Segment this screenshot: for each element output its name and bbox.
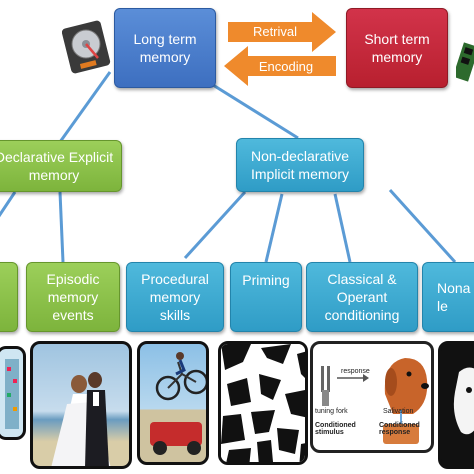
retrival-label: Retrival bbox=[252, 24, 298, 39]
non-declarative-memory-node: Non-declarative Implicit memory bbox=[236, 138, 364, 192]
conditioned-stimulus-label: Conditioned stimulus bbox=[315, 422, 356, 436]
hard-drive-icon bbox=[62, 20, 111, 74]
encoding-arrow bbox=[224, 46, 336, 86]
connector-nondecl-nonassociative bbox=[388, 188, 457, 264]
connector-declarative-episodic bbox=[58, 191, 65, 263]
pavlov-conditioning-figure: tuning fork response Conditioned stimulu… bbox=[310, 341, 434, 453]
retrival-arrow bbox=[228, 12, 336, 52]
tuning-fork-label: tuning fork bbox=[315, 408, 348, 415]
procedural-memory-node: Procedural memory skills bbox=[126, 262, 224, 332]
encoding-label: Encoding bbox=[258, 59, 314, 74]
declarative-memory-node: Declarative Explicit memory bbox=[0, 140, 122, 192]
connector-ltm-nondeclarative bbox=[204, 78, 299, 140]
connector-nondecl-priming bbox=[264, 193, 284, 263]
episodic-memory-node: Episodic memory events bbox=[26, 262, 120, 332]
wedding-photo bbox=[30, 341, 132, 469]
connector-nondecl-procedural bbox=[183, 190, 247, 260]
salivation-label: Salivation bbox=[383, 408, 414, 415]
priming-node: Priming bbox=[230, 262, 302, 332]
response-label: response bbox=[341, 368, 370, 375]
priming-image bbox=[218, 341, 308, 465]
short-term-memory-node: Short term memory bbox=[346, 8, 448, 88]
conditioning-node: Classical & Operant conditioning bbox=[306, 262, 418, 332]
memory-chip-icon bbox=[456, 42, 474, 82]
conditioned-response-label: Conditioned response bbox=[379, 422, 420, 436]
connector-ltm-declarative bbox=[58, 71, 112, 143]
connector-nondecl-classical bbox=[333, 193, 352, 263]
left-photo bbox=[0, 346, 26, 440]
left-truncated-node bbox=[0, 262, 18, 332]
bicycle-photo bbox=[137, 341, 209, 465]
long-term-memory-node: Long term memory bbox=[114, 8, 216, 88]
nonassociative-node: Nona le bbox=[422, 262, 474, 332]
connector-declarative-left bbox=[0, 191, 17, 218]
nonassociative-photo bbox=[438, 341, 474, 469]
